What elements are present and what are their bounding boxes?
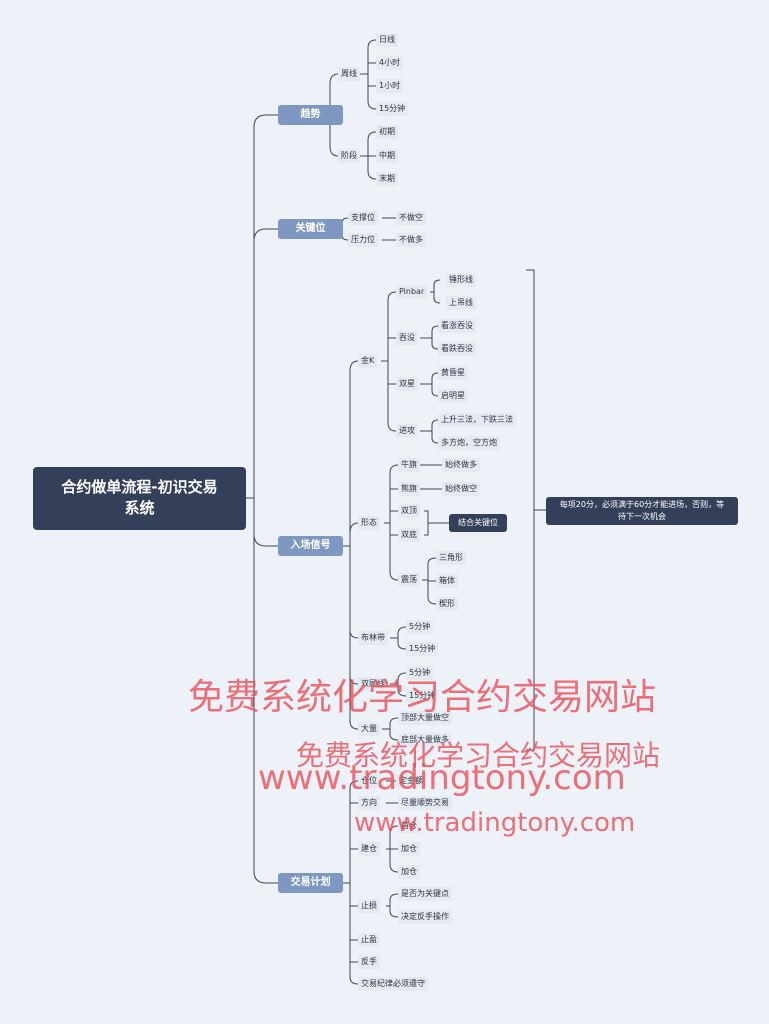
score-note-line1: 每项20分，必须满于60分才能进场，否则，等 [559, 500, 725, 509]
node-morning-star[interactable]: 启明星 [438, 389, 468, 403]
node-pinbar[interactable]: Pinbar [396, 285, 428, 299]
node-pattern[interactable]: 形态 [358, 516, 380, 530]
node-take-profit[interactable]: 止盈 [358, 933, 380, 947]
node-discipline[interactable]: 交易纪律必须遵守 [358, 977, 428, 991]
node-evening-star[interactable]: 黄昏星 [438, 366, 468, 380]
node-consolidation[interactable]: 震荡 [398, 573, 420, 587]
node-multi-pattern[interactable]: 多方炮，空方炮 [438, 436, 500, 450]
node-ma-5m[interactable]: 5分钟 [406, 666, 434, 680]
branch-key-levels[interactable]: 关键位 [278, 219, 343, 239]
node-build-1[interactable]: 首仓 [398, 819, 420, 833]
branch-entry-signal[interactable]: 入场信号 [278, 536, 343, 556]
node-direction-note[interactable]: 尽量顺势交易 [398, 796, 452, 810]
node-no-long[interactable]: 不做多 [396, 233, 426, 247]
node-wedge[interactable]: 楔形 [436, 597, 458, 611]
node-direction[interactable]: 方向 [358, 796, 380, 810]
node-combine-key-level[interactable]: 结合关键位 [449, 514, 507, 532]
node-bull-flag[interactable]: 牛旗 [398, 458, 420, 472]
node-hanging-man[interactable]: 上吊线 [446, 296, 476, 310]
node-box[interactable]: 箱体 [436, 574, 458, 588]
node-triangle[interactable]: 三角形 [436, 551, 466, 565]
node-weekly[interactable]: 周线 [338, 67, 360, 81]
node-build[interactable]: 建仓 [358, 842, 380, 856]
node-build-3[interactable]: 加仓 [398, 865, 420, 879]
branch-trade-plan[interactable]: 交易计划 [278, 873, 343, 893]
node-ma-15m[interactable]: 15分钟 [406, 689, 439, 703]
node-bear-engulf[interactable]: 看跌吞没 [438, 342, 476, 356]
node-bollinger[interactable]: 布林带 [358, 631, 388, 645]
node-double-star[interactable]: 双星 [396, 377, 418, 391]
watermark-cn-1: 免费系统化学习合约交易网站 [188, 677, 657, 718]
node-bear-flag-note[interactable]: 始终做空 [442, 482, 480, 496]
node-volume[interactable]: 大量 [358, 722, 380, 736]
node-double-bottom[interactable]: 双底 [398, 528, 420, 542]
branch-trend[interactable]: 趋势 [278, 105, 343, 125]
node-hammer[interactable]: 锤形线 [446, 273, 476, 287]
node-no-short[interactable]: 不做空 [396, 211, 426, 225]
watermark-url-2: www.tradingtony.com [354, 808, 636, 838]
node-early[interactable]: 初期 [376, 125, 398, 139]
node-daily[interactable]: 日线 [376, 33, 398, 47]
node-late[interactable]: 末期 [376, 172, 398, 186]
node-reverse[interactable]: 反手 [358, 955, 380, 969]
root-title-line2: 系统 [124, 499, 155, 517]
node-bull-engulf[interactable]: 看涨吞没 [438, 319, 476, 333]
node-engulf[interactable]: 吞没 [396, 331, 418, 345]
node-sl-reverse[interactable]: 决定反手操作 [398, 910, 452, 924]
node-build-2[interactable]: 加仓 [398, 842, 420, 856]
node-stage[interactable]: 阶段 [338, 149, 360, 163]
node-advance[interactable]: 进攻 [396, 424, 418, 438]
node-4h[interactable]: 4小时 [376, 56, 404, 70]
node-double-ma[interactable]: 双顾线 [358, 677, 388, 691]
node-double-top[interactable]: 双顶 [398, 504, 420, 518]
node-vol-bottom[interactable]: 底部大量做多 [398, 733, 452, 747]
root-node[interactable]: 合约做单流程-初识交易 系统 [33, 467, 246, 530]
node-vol-top[interactable]: 顶部大量做空 [398, 711, 452, 725]
score-note[interactable]: 每项20分，必须满于60分才能进场，否则，等 待下一次机会 [546, 497, 738, 525]
node-boll-15m[interactable]: 15分钟 [406, 642, 439, 656]
node-bull-flag-note[interactable]: 始终做多 [442, 458, 480, 472]
node-1h[interactable]: 1小时 [376, 79, 404, 93]
node-golden-k[interactable]: 金K [358, 354, 378, 368]
node-boll-5m[interactable]: 5分钟 [406, 620, 434, 634]
node-stop-loss[interactable]: 止损 [358, 899, 380, 913]
node-mid[interactable]: 中期 [376, 149, 398, 163]
score-note-line2: 待下一次机会 [618, 512, 666, 521]
watermark-cn-2: 免费系统化学习合约交易网站 [296, 739, 661, 772]
node-resistance[interactable]: 压力位 [348, 233, 378, 247]
node-15m[interactable]: 15分钟 [376, 102, 409, 116]
node-sl-key-point[interactable]: 是否为关键点 [398, 887, 452, 901]
node-support[interactable]: 支撑位 [348, 211, 378, 225]
node-three-methods[interactable]: 上升三法，下跌三法 [438, 413, 516, 427]
node-bear-flag[interactable]: 熊旗 [398, 482, 420, 496]
root-title-line1: 合约做单流程-初识交易 [61, 478, 218, 496]
watermark-url-1: www.tradingtony.com [258, 758, 626, 798]
node-position-note[interactable]: 定金额 [396, 774, 426, 788]
node-position[interactable]: 仓位 [358, 774, 380, 788]
